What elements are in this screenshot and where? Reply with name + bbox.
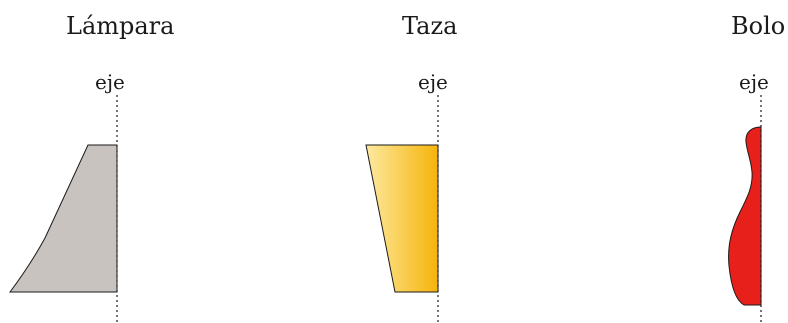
- bolo-title: Bolo: [731, 12, 786, 40]
- lampara-title: Lámpara: [66, 12, 175, 40]
- bolo-axis-label: eje: [739, 70, 769, 94]
- taza-axis-label: eje: [418, 70, 448, 94]
- taza-title: Taza: [402, 12, 458, 40]
- bolo-profile-shape: [728, 126, 762, 306]
- taza-profile-shape: [365, 144, 439, 293]
- lampara-profile-shape: [9, 144, 118, 293]
- lampara-axis-label: eje: [95, 70, 125, 94]
